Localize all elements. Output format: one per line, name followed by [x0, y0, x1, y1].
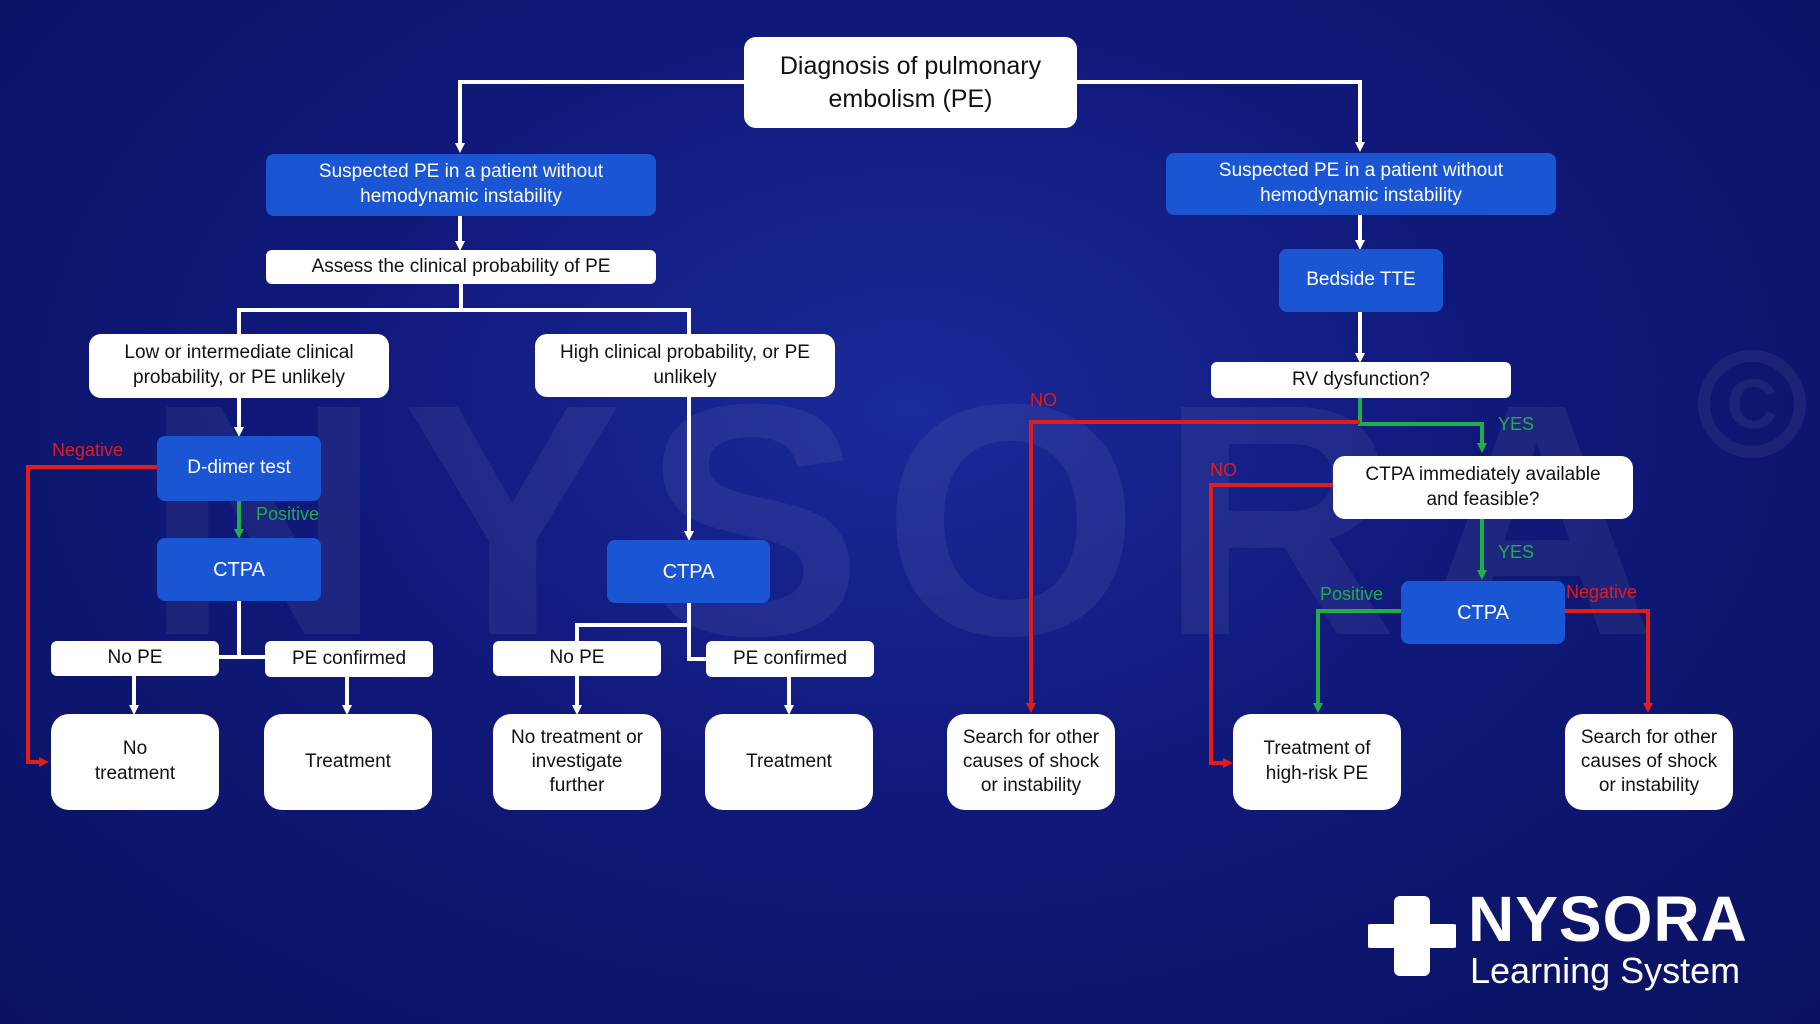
assess-branch-connector	[237, 284, 691, 334]
right-ctpa-positive-label: Positive	[1320, 584, 1384, 604]
ctpa-a-branch-connector	[219, 601, 265, 659]
low-probability-node: Low or intermediate clinical probability…	[89, 334, 389, 398]
no-pe-node-b: No PE	[493, 641, 661, 676]
ctpa-available-node: CTPA immediately available and feasible?	[1333, 456, 1633, 519]
bedside-tte-node: Bedside TTE	[1279, 249, 1443, 312]
ddimer-negative-label: Negative	[52, 440, 124, 460]
root-to-left-connector	[455, 80, 744, 153]
ctpa-available-yes-label: YES	[1498, 542, 1535, 562]
root-to-right-connector	[1077, 80, 1365, 152]
assess-probability-node: Assess the clinical probability of PE	[266, 250, 656, 284]
treatment-node-a: Treatment	[264, 714, 432, 810]
pe-confirmed-node-a: PE confirmed	[265, 641, 433, 677]
right-suspected-node: Suspected PE in a patient without hemody…	[1166, 153, 1556, 215]
ddimer-positive-label: Positive	[256, 504, 320, 524]
rv-no-label: NO	[1030, 390, 1057, 410]
no-treatment-node: No treatment	[51, 714, 219, 810]
treatment-high-risk-node: Treatment of high-risk PE	[1233, 714, 1401, 810]
pe-confirmed-node-b: PE confirmed	[706, 641, 874, 677]
search-other-causes-node-a: Search for other causes of shock or inst…	[947, 714, 1115, 810]
plus-cross-icon	[1368, 896, 1456, 976]
ddimer-negative-connector	[26, 465, 157, 767]
nysora-logo: NYSORA Learning System	[1368, 883, 1788, 998]
ctpa-node-low: CTPA	[157, 538, 321, 601]
logo-brand-text: NYSORA	[1468, 883, 1748, 955]
no-treatment-investigate-node: No treatment or investigate further	[493, 714, 661, 810]
rv-dysfunction-node: RV dysfunction?	[1211, 362, 1511, 398]
rv-yes-connector	[1358, 398, 1487, 453]
right-ctpa-negative-label: Negative	[1566, 582, 1638, 602]
ctpa-node-high: CTPA	[607, 540, 770, 603]
rv-no-connector	[1026, 420, 1360, 713]
ctpa-avail-no-connector	[1209, 483, 1333, 768]
ctpa-available-no-label: NO	[1210, 460, 1237, 480]
right-ctpa-negative-connector	[1565, 609, 1653, 713]
search-other-causes-node-b: Search for other causes of shock or inst…	[1565, 714, 1733, 810]
left-suspected-node: Suspected PE in a patient without hemody…	[266, 154, 656, 216]
right-ctpa-positive-connector	[1313, 609, 1401, 713]
logo-sub-text: Learning System	[1470, 950, 1741, 991]
ddimer-test-node: D-dimer test	[157, 436, 321, 501]
high-probability-node: High clinical probability, or PE unlikel…	[535, 334, 835, 397]
rv-yes-label: YES	[1498, 414, 1535, 434]
root-node: Diagnosis of pulmonary embolism (PE)	[744, 37, 1077, 128]
ctpa-b-branch-connector	[575, 603, 706, 661]
ctpa-node-right: CTPA	[1401, 581, 1565, 644]
treatment-node-b: Treatment	[705, 714, 873, 810]
no-pe-node-a: No PE	[51, 641, 219, 676]
